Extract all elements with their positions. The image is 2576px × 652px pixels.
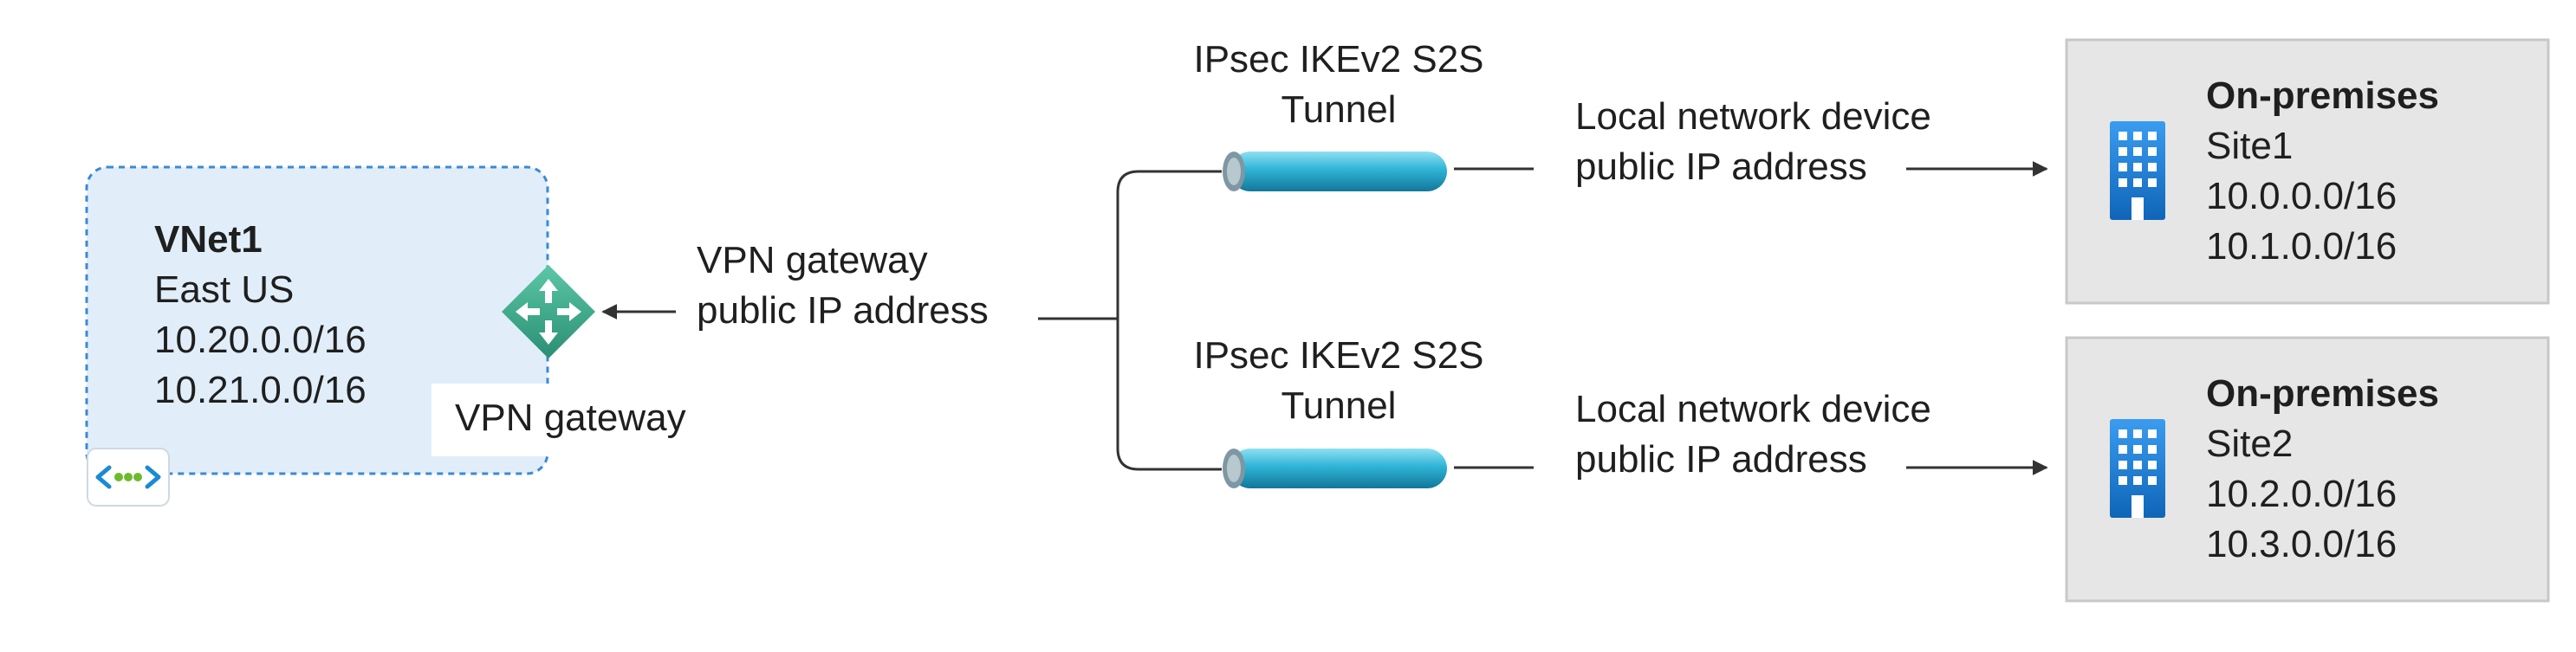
site1-title: On-premises	[2206, 74, 2439, 117]
tunnel1-device-line1: Local network device	[1575, 95, 1931, 138]
building-icon	[2110, 121, 2165, 220]
tunnel1-label-line2: Tunnel	[1281, 88, 1397, 131]
tunnel2-label-line2: Tunnel	[1281, 384, 1397, 427]
building-icon	[2110, 419, 2165, 518]
vnet-region: East US	[154, 268, 295, 311]
tunnel2-device-line1: Local network device	[1575, 388, 1931, 430]
tunnel2-label-line1: IPsec IKEv2 S2S	[1193, 334, 1484, 377]
virtual-network-icon	[87, 448, 170, 507]
site2-prefix-2: 10.3.0.0/16	[2206, 523, 2398, 565]
site2-name: Site2	[2206, 423, 2294, 465]
tunnel-pipe-icon	[1223, 449, 1447, 488]
vpn-gateway-label-bg	[431, 384, 549, 456]
gateway-ip-label-line2: public IP address	[697, 289, 989, 332]
vnet-prefix-1: 10.20.0.0/16	[154, 319, 367, 361]
tunnel-pipe-icon	[1223, 152, 1447, 191]
vpn-gateway-label: VPN gateway	[455, 397, 686, 439]
site2-prefix-1: 10.2.0.0/16	[2206, 473, 2398, 515]
site1-prefix-2: 10.1.0.0/16	[2206, 225, 2398, 268]
tunnel2-device-line2: public IP address	[1575, 438, 1867, 481]
vpn-gateway-icon	[502, 265, 595, 358]
vnet-prefix-2: 10.21.0.0/16	[154, 369, 367, 411]
site1-prefix-1: 10.0.0.0/16	[2206, 175, 2398, 217]
gateway-ip-label-line1: VPN gateway	[697, 239, 928, 281]
vnet-name: VNet1	[154, 218, 263, 261]
connector-lines	[1038, 167, 1534, 471]
tunnel1-device-line2: public IP address	[1575, 145, 1867, 188]
tunnel1-label-line1: IPsec IKEv2 S2S	[1193, 38, 1484, 81]
site2-title: On-premises	[2206, 372, 2439, 415]
site1-name: Site1	[2206, 125, 2294, 167]
